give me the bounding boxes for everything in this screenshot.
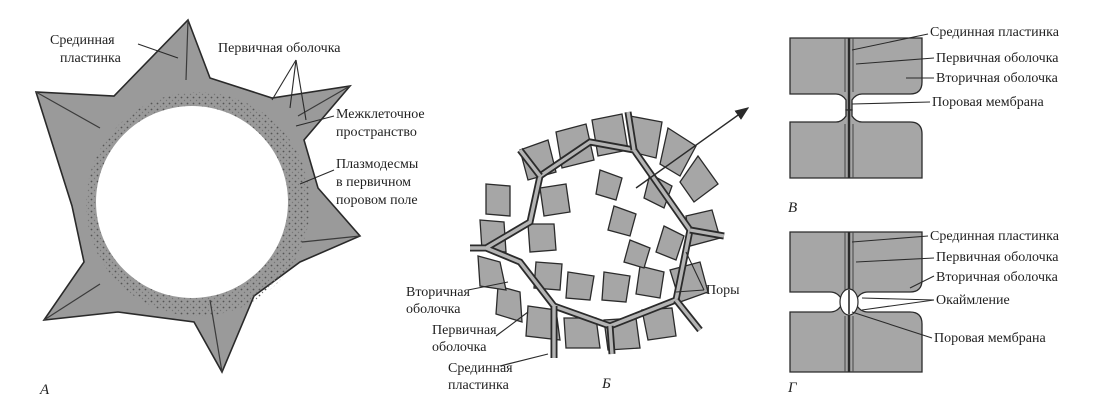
panel-label-b: Б bbox=[601, 376, 611, 392]
g-secondary-wall-label: Вторичная оболочка bbox=[936, 270, 1059, 285]
b-pores-label: Поры bbox=[706, 283, 740, 298]
g-upper-cell-wall bbox=[789, 231, 923, 305]
panel-a-drawing bbox=[34, 18, 362, 374]
v-secondary-wall-label: Вторичная оболочка bbox=[936, 71, 1059, 86]
b-secondary-wall-label-2: оболочка bbox=[406, 302, 461, 317]
panel-label-v: В bbox=[788, 200, 797, 216]
panel-b-leaders bbox=[467, 251, 705, 367]
panel-label-a: А bbox=[39, 382, 50, 398]
g-primary-wall-label: Первичная оболочка bbox=[936, 250, 1059, 265]
a-middle-lamella-label-2: пластинка bbox=[60, 51, 122, 66]
panel-b-drawing bbox=[467, 107, 750, 367]
a-plasmodesmata-label-2: в первичном bbox=[336, 175, 411, 190]
g-border-label: Окаймление bbox=[936, 293, 1010, 308]
a-plasmodesmata-label-3: поровом поле bbox=[336, 193, 418, 208]
v-upper-cell-wall bbox=[789, 37, 923, 111]
cell-lumen bbox=[96, 106, 288, 298]
middle-lamella-lines bbox=[35, 19, 361, 373]
b-primary-wall-label-1: Первичная bbox=[432, 323, 497, 338]
a-intercellular-label-1: Межклеточное bbox=[336, 107, 425, 122]
g-middle-lamella-label: Срединная пластинка bbox=[930, 229, 1060, 244]
g-pit-membrane-label: Поровая мембрана bbox=[934, 331, 1046, 346]
panel-g-drawing bbox=[789, 231, 935, 373]
zoom-arrow bbox=[635, 107, 750, 189]
a-plasmodesmata-label-1: Плазмодесмы bbox=[336, 157, 419, 172]
a-intercellular-label-2: пространство bbox=[336, 125, 417, 140]
b-middle-lamella-label-2: пластинка bbox=[448, 378, 510, 393]
primary-wall-network bbox=[470, 111, 725, 358]
panel-v-leaders bbox=[851, 33, 935, 105]
v-pit-membrane-label: Поровая мембрана bbox=[932, 95, 1044, 110]
panel-g-leaders bbox=[851, 235, 935, 339]
v-middle-lamella-label: Срединная пластинка bbox=[930, 25, 1060, 40]
v-lower-cell-wall bbox=[789, 109, 923, 179]
panel-a-leaders bbox=[137, 43, 335, 185]
b-secondary-wall-label-1: Вторичная bbox=[406, 285, 471, 300]
v-primary-wall-label: Первичная оболочка bbox=[936, 51, 1059, 66]
g-lower-cell-wall bbox=[789, 299, 923, 373]
b-primary-wall-label-2: оболочка bbox=[432, 340, 487, 355]
b-middle-lamella-label-1: Срединная bbox=[448, 361, 513, 376]
a-middle-lamella-label-1: Срединная bbox=[50, 33, 115, 48]
a-primary-wall-label: Первичная оболочка bbox=[218, 41, 341, 56]
panel-v-drawing bbox=[789, 33, 935, 179]
panel-label-g: Г bbox=[787, 380, 798, 396]
